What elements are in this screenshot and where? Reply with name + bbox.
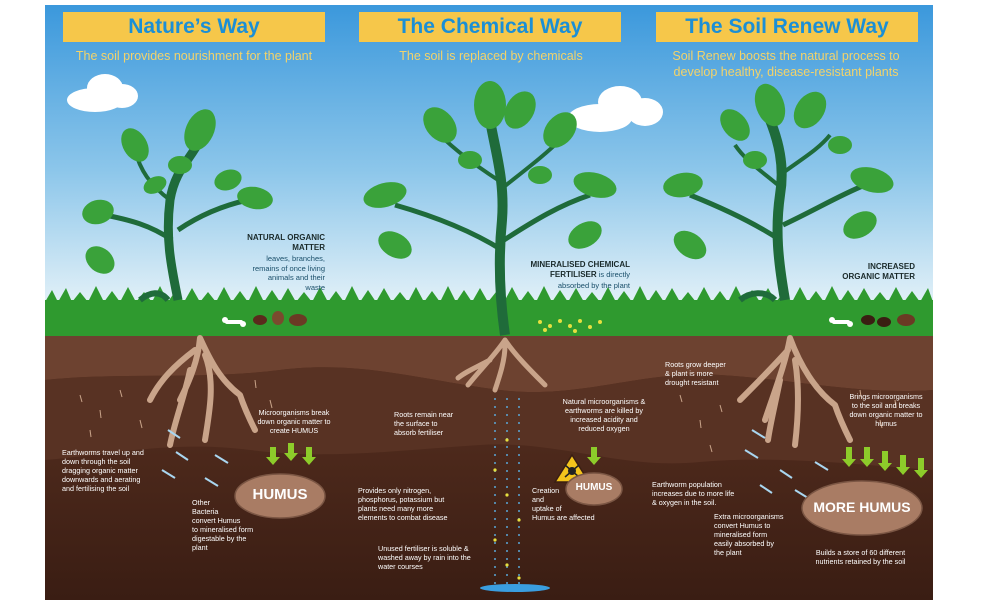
cloud-left — [67, 74, 138, 112]
humus-oval-chemical — [565, 472, 623, 506]
humus-oval-nature — [234, 473, 326, 519]
brings-microorganisms-note: Brings microorganisms to the soil and br… — [849, 392, 923, 428]
tree-nature — [82, 109, 273, 303]
worm-arrows-renew — [744, 429, 829, 499]
cloud-middle — [568, 86, 663, 132]
header-soil-renew-way: The Soil Renew Way — [656, 12, 918, 42]
fertiliser-pellets — [538, 319, 602, 333]
humus-label-chemical: HUMUS — [575, 482, 613, 493]
subtitle-natures-way: The soil provides nourishment for the pl… — [75, 49, 313, 63]
tree-chemical — [363, 81, 617, 336]
worm-arrows-nature — [161, 429, 229, 487]
microorganisms-note: Microorganisms break down organic matter… — [257, 408, 331, 435]
unused-fertiliser-note: Unused fertiliser is soluble & washed aw… — [378, 544, 471, 571]
roots-renew — [737, 335, 853, 448]
soil-layer-middle — [45, 367, 933, 470]
microorganisms-killed-note: Natural microorganisms & earthworms are … — [562, 397, 646, 433]
creation-uptake-note: Creation and uptake of Humus are affecte… — [532, 486, 595, 522]
leaching-drops — [493, 398, 521, 585]
increased-organic-title: INCREASED ORGANIC MATTER — [842, 262, 915, 281]
subtitle-soil-renew-line2: develop healthy, disease-resistant plant… — [673, 65, 899, 79]
builds-store-note: Builds a store of 60 different nutrients… — [815, 548, 906, 566]
extra-microorganisms-note: Extra microorganisms convert Humus to mi… — [714, 512, 784, 557]
earthworm-population-note: Earthworm population increases due to mo… — [652, 480, 735, 507]
water-puddle — [480, 584, 550, 592]
humus-oval-renew — [801, 480, 923, 536]
organic-matter-renew — [829, 314, 915, 327]
bacteria-note: Other Bacteria convert Humus to minerali… — [192, 498, 254, 552]
header-natures-way: Nature’s Way — [63, 12, 325, 42]
roots-near-surface-note: Roots remain near the surface to absorb … — [394, 410, 454, 437]
grass-band — [45, 300, 933, 336]
grass-blades — [45, 286, 933, 302]
tree-renew — [663, 83, 894, 303]
provides-only-note: Provides only nitrogen, phosphorus, pota… — [358, 486, 448, 522]
green-arrows-nature — [266, 443, 316, 465]
subtitle-soil-renew-line1: Soil Renew boosts the natural process to — [672, 49, 900, 63]
humus-label-renew: MORE HUMUS — [813, 499, 911, 515]
earthworms-note: Earthworms travel up and down through th… — [62, 448, 144, 493]
natural-organic-desc: leaves, branches, remains of once living… — [252, 254, 325, 292]
mineral-fertiliser-title: MINERALISED CHEMICAL FERTILISER is direc… — [530, 260, 630, 279]
roots-deeper-note: Roots grow deeper & plant is more drough… — [665, 360, 726, 387]
mineral-fertiliser-desc: absorbed by the plant — [557, 281, 630, 290]
subtitle-chemical-way: The soil is replaced by chemicals — [399, 49, 583, 63]
header-chemical-way: The Chemical Way — [359, 12, 621, 42]
organic-matter-nature — [222, 311, 307, 327]
humus-label-nature: HUMUS — [252, 486, 308, 503]
green-arrow-chemical — [587, 447, 601, 465]
green-arrows-renew — [842, 447, 928, 478]
roots-chemical — [455, 337, 548, 393]
roots-nature — [147, 335, 258, 448]
soil-speckles — [79, 379, 897, 453]
natural-organic-title: NATURAL ORGANIC MATTER — [247, 233, 325, 252]
